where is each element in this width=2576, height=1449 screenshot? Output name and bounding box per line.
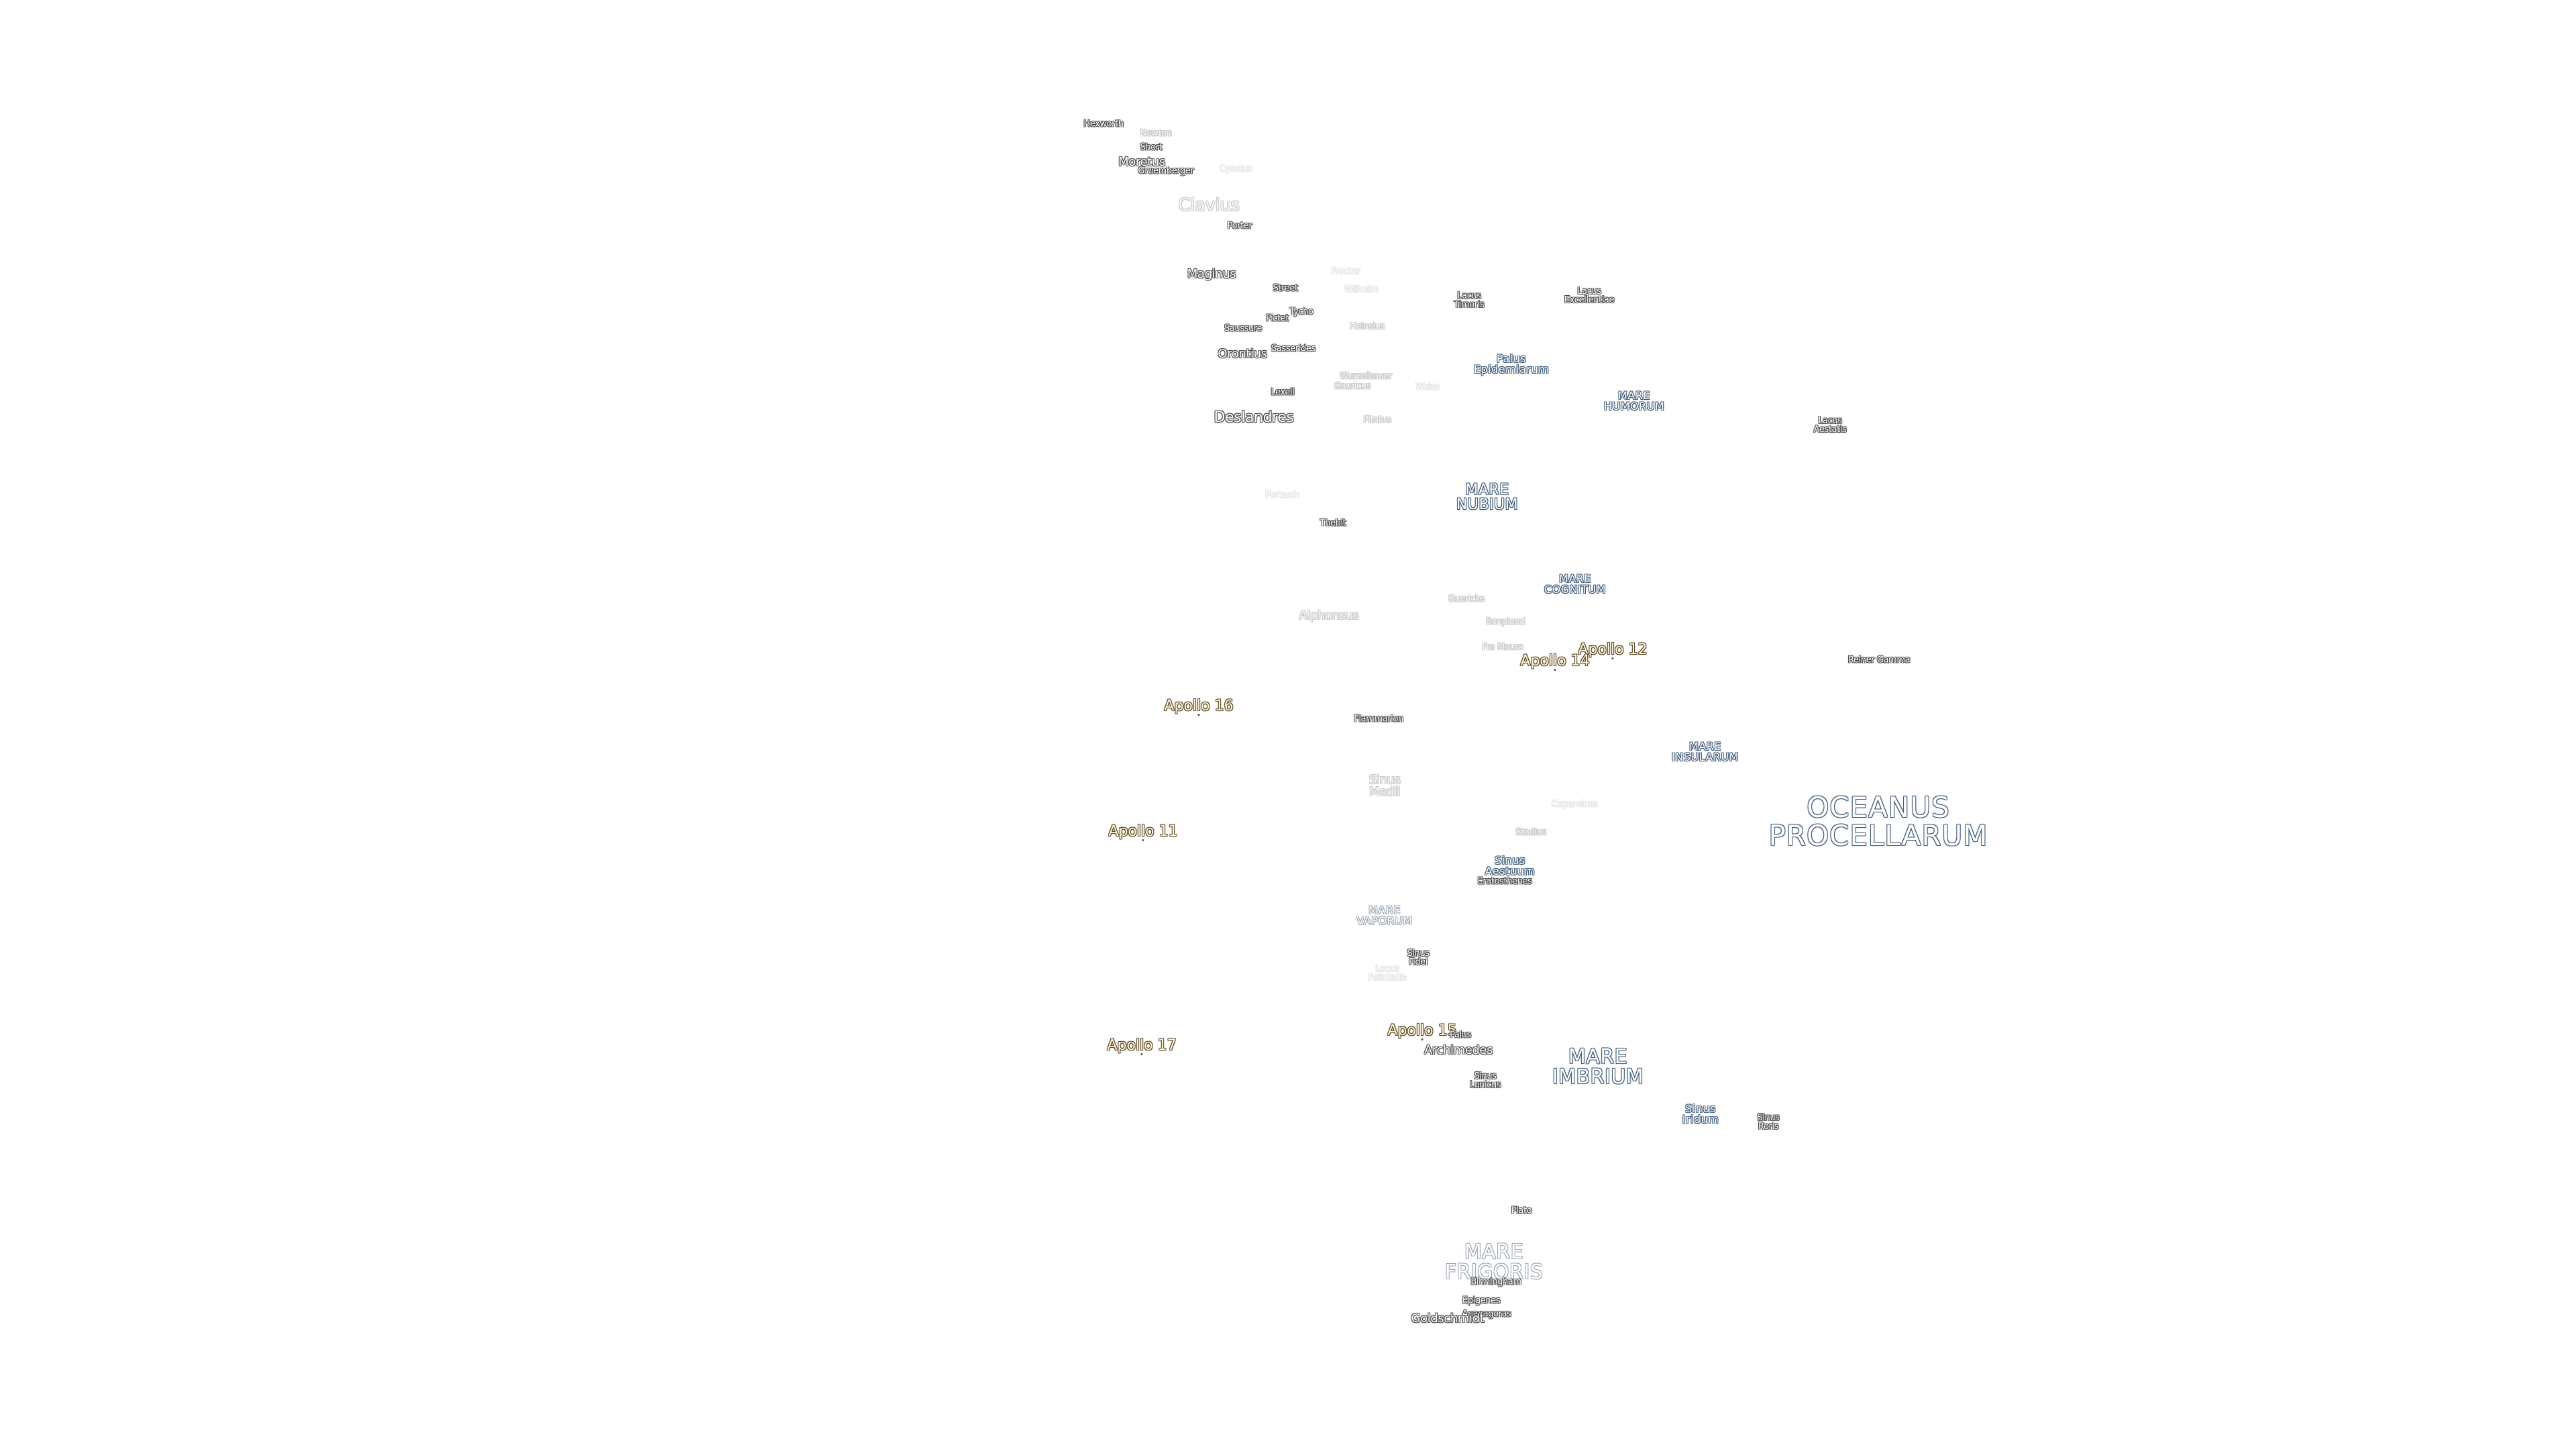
crater-label-deslandres[interactable]: Deslandres [1214, 409, 1294, 426]
crater-label-archimedes[interactable]: Archimedes [1424, 1043, 1493, 1057]
crater-label-gruemberger[interactable]: Gruemberger [1138, 166, 1194, 176]
crater-label-short[interactable]: Short [1140, 142, 1163, 153]
crater-label-lexell[interactable]: Lexell [1271, 387, 1295, 398]
crater-label-weiss[interactable]: Weiss [1415, 382, 1440, 392]
reiner-gamma-label[interactable]: Reiner Gamma [1847, 655, 1911, 665]
crater-label-guericke[interactable]: Guericke [1448, 594, 1485, 604]
crater-label-moretus[interactable]: Moretus [1118, 155, 1165, 169]
crater-label-orontius[interactable]: Orontius [1218, 347, 1267, 361]
crater-label-eratosthenes[interactable]: Eratosthenes [1477, 876, 1532, 887]
apollo-12-site[interactable]: Apollo 12 [1578, 641, 1648, 659]
apollo-16-site[interactable]: Apollo 16 [1164, 698, 1234, 716]
crater-label-pitatus[interactable]: Pitatus [1363, 415, 1391, 425]
crater-label-clavius[interactable]: Clavius [1178, 195, 1240, 215]
crater-label-porter[interactable]: Porter [1227, 221, 1252, 231]
crater-label-wilhelm[interactable]: Wilhelm [1344, 284, 1378, 295]
apollo-17-site[interactable]: Apollo 17 [1107, 1037, 1177, 1055]
crater-label-birmingham[interactable]: Birmingham [1470, 1277, 1521, 1287]
crater-label-flammarion[interactable]: Flammarion [1354, 714, 1403, 724]
crater-label-sasserides[interactable]: Sasserides [1271, 343, 1316, 354]
apollo-11-site[interactable]: Apollo 11 [1108, 823, 1178, 841]
crater-label-wurzelbauer[interactable]: Wurzelbauer [1340, 371, 1392, 382]
apollo-15-site[interactable]: Apollo 15 [1387, 1022, 1457, 1040]
crater-label-fra-mauro[interactable]: Fra Mauro [1482, 642, 1523, 653]
crater-label-bonpland[interactable]: Bonpland [1485, 616, 1525, 627]
crater-label-plato[interactable]: Plato [1511, 1205, 1532, 1216]
crater-label-newton[interactable]: Newton [1140, 128, 1172, 139]
crater-label-maginus[interactable]: Maginus [1187, 267, 1236, 281]
crater-label-purbach[interactable]: Purbach [1265, 490, 1299, 500]
crater-label-epigenes[interactable]: Epigenes [1462, 1295, 1501, 1306]
apollo-14-site[interactable]: Apollo 14 [1520, 653, 1590, 671]
crater-label-thebit[interactable]: Thebit [1320, 518, 1346, 529]
crater-label-hexworth[interactable]: Hexworth [1083, 119, 1124, 129]
crater-label-saussure[interactable]: Saussure [1224, 323, 1263, 334]
crater-label-proctor[interactable]: Proctor [1331, 266, 1360, 277]
crater-label-pictet[interactable]: Pictet [1265, 313, 1289, 324]
crater-label-heinsius[interactable]: Heinsius [1350, 321, 1385, 332]
crater-label-cysatus[interactable]: Cysatus [1219, 164, 1252, 174]
crater-label-street[interactable]: Street [1273, 283, 1298, 294]
crater-label-copernicus[interactable]: Copernicus [1551, 799, 1598, 810]
crater-label-alphonsus[interactable]: Alphonsus [1299, 608, 1359, 623]
crater-label-anaxagoras[interactable]: Anaxagoras [1462, 1309, 1511, 1320]
palus-putredinis-label[interactable]: Palus [1450, 1030, 1471, 1040]
crater-label-gauricus[interactable]: Gauricus [1334, 381, 1371, 392]
crater-label-tycho[interactable]: Tycho [1289, 307, 1313, 317]
crater-label-goldschmidt[interactable]: Goldschmidt [1411, 1311, 1485, 1326]
crater-label-stadius[interactable]: Stadius [1515, 827, 1546, 838]
